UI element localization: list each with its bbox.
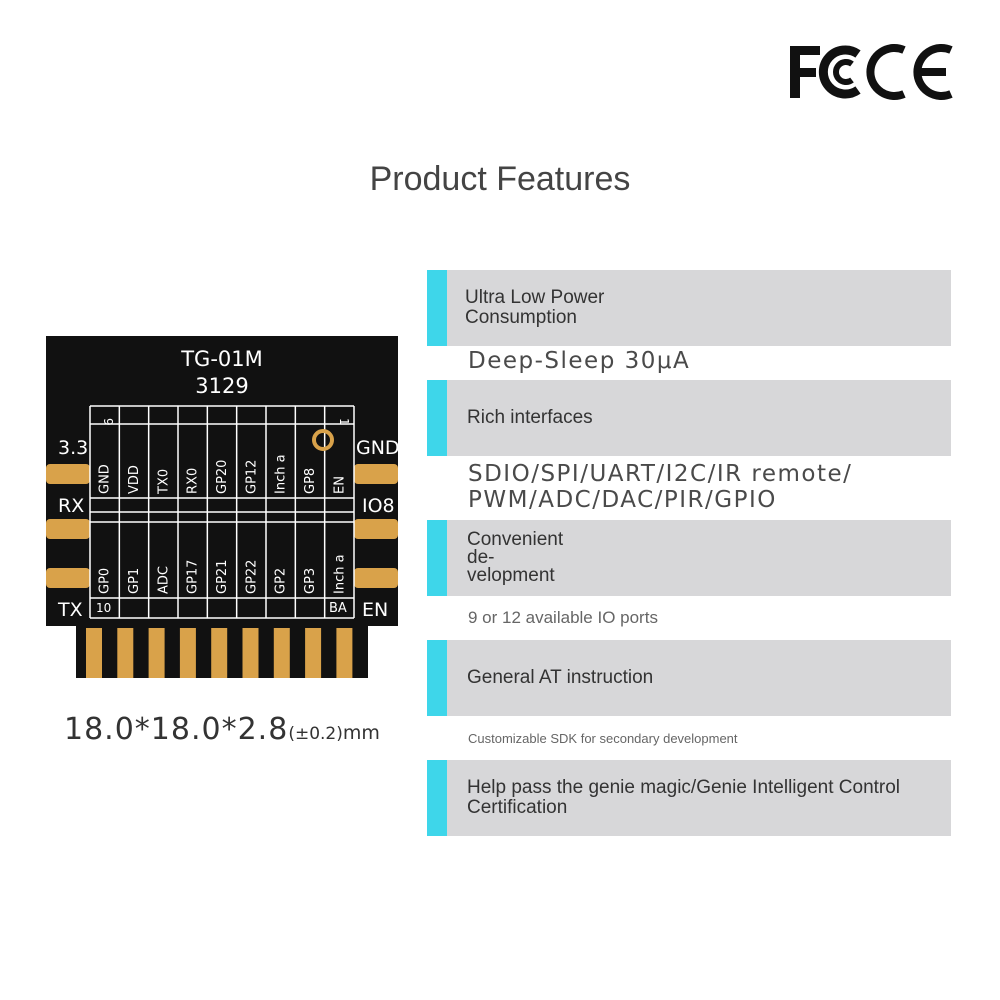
bottom-pad [305, 628, 322, 678]
feature-accent-bar [427, 640, 447, 716]
feature-detail-deep-sleep: Deep-Sleep 30μA [468, 348, 691, 374]
right-label-en: EN [362, 599, 388, 621]
bottom-pad [211, 628, 228, 678]
feature-accent-bar [427, 380, 447, 456]
corner-number-top-right: 1 [337, 418, 351, 426]
pin-label-top: TX0 [156, 469, 171, 495]
feature-accent-bar [427, 270, 447, 346]
pin-label-bottom: GP17 [186, 560, 201, 594]
pin-label-top: GP12 [244, 460, 259, 494]
pin-label-bottom: GP1 [127, 568, 142, 594]
feature-panel-rich-interfaces: Rich interfaces [427, 380, 951, 456]
module-code: 3129 [195, 374, 248, 398]
corner-number-bottom-left: 10 [96, 601, 111, 615]
pin-label-bottom: Inch a [332, 554, 347, 594]
dimensions-main: 18.0*18.0*2.8 [64, 712, 289, 747]
fcc-ce-mark [790, 44, 953, 100]
feature-title: Convenient de- velopment [467, 529, 564, 586]
feature-panel-convenient-development: Convenient de- velopment [427, 520, 951, 596]
right-label-io8: IO8 [362, 495, 395, 517]
page-title: Product Features [369, 160, 631, 198]
bottom-pad [242, 628, 259, 678]
feature-detail-interfaces-line1: SDIO/SPI/UART/I2C/IR remote/ [468, 461, 853, 487]
dimensions-tolerance: (±0.2) [288, 724, 343, 744]
feature-title: Help pass the genie magic/Genie Intellig… [467, 777, 901, 818]
pin-label-bottom: GP0 [98, 568, 113, 594]
left-label-3v3: 3.3 [58, 437, 88, 459]
bottom-pad [86, 628, 102, 678]
pin-label-bottom: GP22 [244, 560, 259, 594]
pin-label-top: EN [332, 476, 347, 494]
bottom-pad [336, 628, 353, 678]
pin-label-bottom: GP2 [274, 568, 289, 594]
left-label-rx: RX [58, 495, 84, 517]
module-dimensions: 18.0*18.0*2.8(±0.2)mm [64, 712, 404, 747]
feature-title: Ultra Low Power Consumption [465, 287, 605, 328]
feature-panel-low-power: Ultra Low Power Consumption [427, 270, 951, 346]
feature-detail-sdk: Customizable SDK for secondary developme… [468, 731, 738, 746]
pin-label-bottom: ADC [156, 566, 171, 594]
module-name: TG-01M [180, 347, 263, 371]
bottom-pads [86, 628, 353, 678]
bottom-pad [273, 628, 290, 678]
feature-title: Rich interfaces [467, 407, 593, 428]
bottom-pad [148, 628, 165, 678]
pin-grid [89, 405, 355, 619]
bottom-pad [179, 628, 196, 678]
feature-title: General AT instruction [467, 667, 654, 688]
dimensions-unit: mm [342, 722, 380, 744]
pin-label-top: GND [98, 464, 113, 494]
pin-label-top: VDD [127, 465, 142, 494]
antenna-pad-icon [312, 429, 334, 451]
pin-label-top: RX0 [186, 468, 201, 494]
feature-accent-bar [427, 520, 447, 596]
corner-label-bottom-right: BA [329, 601, 347, 616]
pin-label-bottom: GP3 [303, 568, 318, 594]
feature-detail-interfaces-line2: PWM/ADC/DAC/PIR/GPIO [468, 487, 777, 513]
feature-accent-bar [427, 760, 447, 836]
right-label-gnd: GND [356, 437, 400, 459]
feature-panel-at-instruction: General AT instruction [427, 640, 951, 716]
bottom-pad [117, 628, 134, 678]
pin-label-top: GP8 [303, 468, 318, 494]
left-label-tx: TX [57, 599, 83, 621]
feature-detail-io-ports: 9 or 12 available IO ports [468, 608, 658, 627]
corner-number-top-left: 9 [101, 418, 115, 426]
feature-panel-genie-certification: Help pass the genie magic/Genie Intellig… [427, 760, 951, 836]
pin-label-top: Inch a [274, 454, 289, 494]
pin-label-bottom: GP21 [215, 560, 230, 594]
pin-label-top: GP20 [215, 460, 230, 494]
